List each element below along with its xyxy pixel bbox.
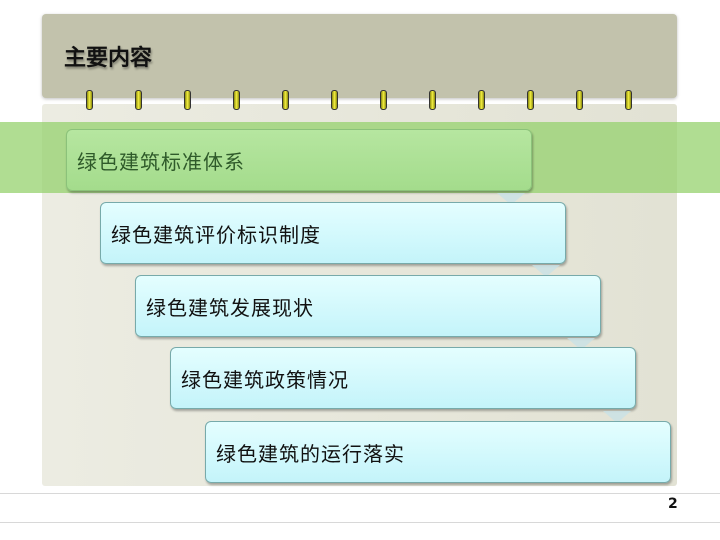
footer-divider: [0, 493, 720, 494]
binder-ring-icon: [527, 90, 534, 110]
item-label: 绿色建筑政策情况: [181, 367, 349, 392]
binder-ring-icon: [233, 90, 240, 110]
binder-ring-icon: [282, 90, 289, 110]
item-label: 绿色建筑的运行落实: [216, 441, 405, 466]
arrow-down-icon: [532, 265, 560, 277]
slide-header: 主要内容: [42, 14, 677, 98]
item-3[interactable]: 绿色建筑发展现状: [135, 275, 601, 337]
footer-divider: [0, 522, 720, 523]
binder-ring-icon: [478, 90, 485, 110]
binder-ring-icon: [184, 90, 191, 110]
binder-ring-icon: [86, 90, 93, 110]
page-number: 2: [668, 496, 678, 512]
binder-ring-icon: [331, 90, 338, 110]
binder-ring-icon: [429, 90, 436, 110]
binder-ring-icon: [625, 90, 632, 110]
slide-title: 主要内容: [64, 46, 153, 71]
arrow-down-icon: [603, 411, 631, 423]
binder-ring-icon: [576, 90, 583, 110]
item-4[interactable]: 绿色建筑政策情况: [170, 347, 636, 409]
item-label: 绿色建筑标准体系: [77, 149, 245, 174]
item-label: 绿色建筑评价标识制度: [111, 222, 321, 247]
binder-ring-icon: [380, 90, 387, 110]
item-1[interactable]: 绿色建筑标准体系: [66, 129, 532, 191]
item-label: 绿色建筑发展现状: [146, 295, 314, 320]
binder-ring-icon: [135, 90, 142, 110]
item-2[interactable]: 绿色建筑评价标识制度: [100, 202, 566, 264]
item-5[interactable]: 绿色建筑的运行落实: [205, 421, 671, 483]
